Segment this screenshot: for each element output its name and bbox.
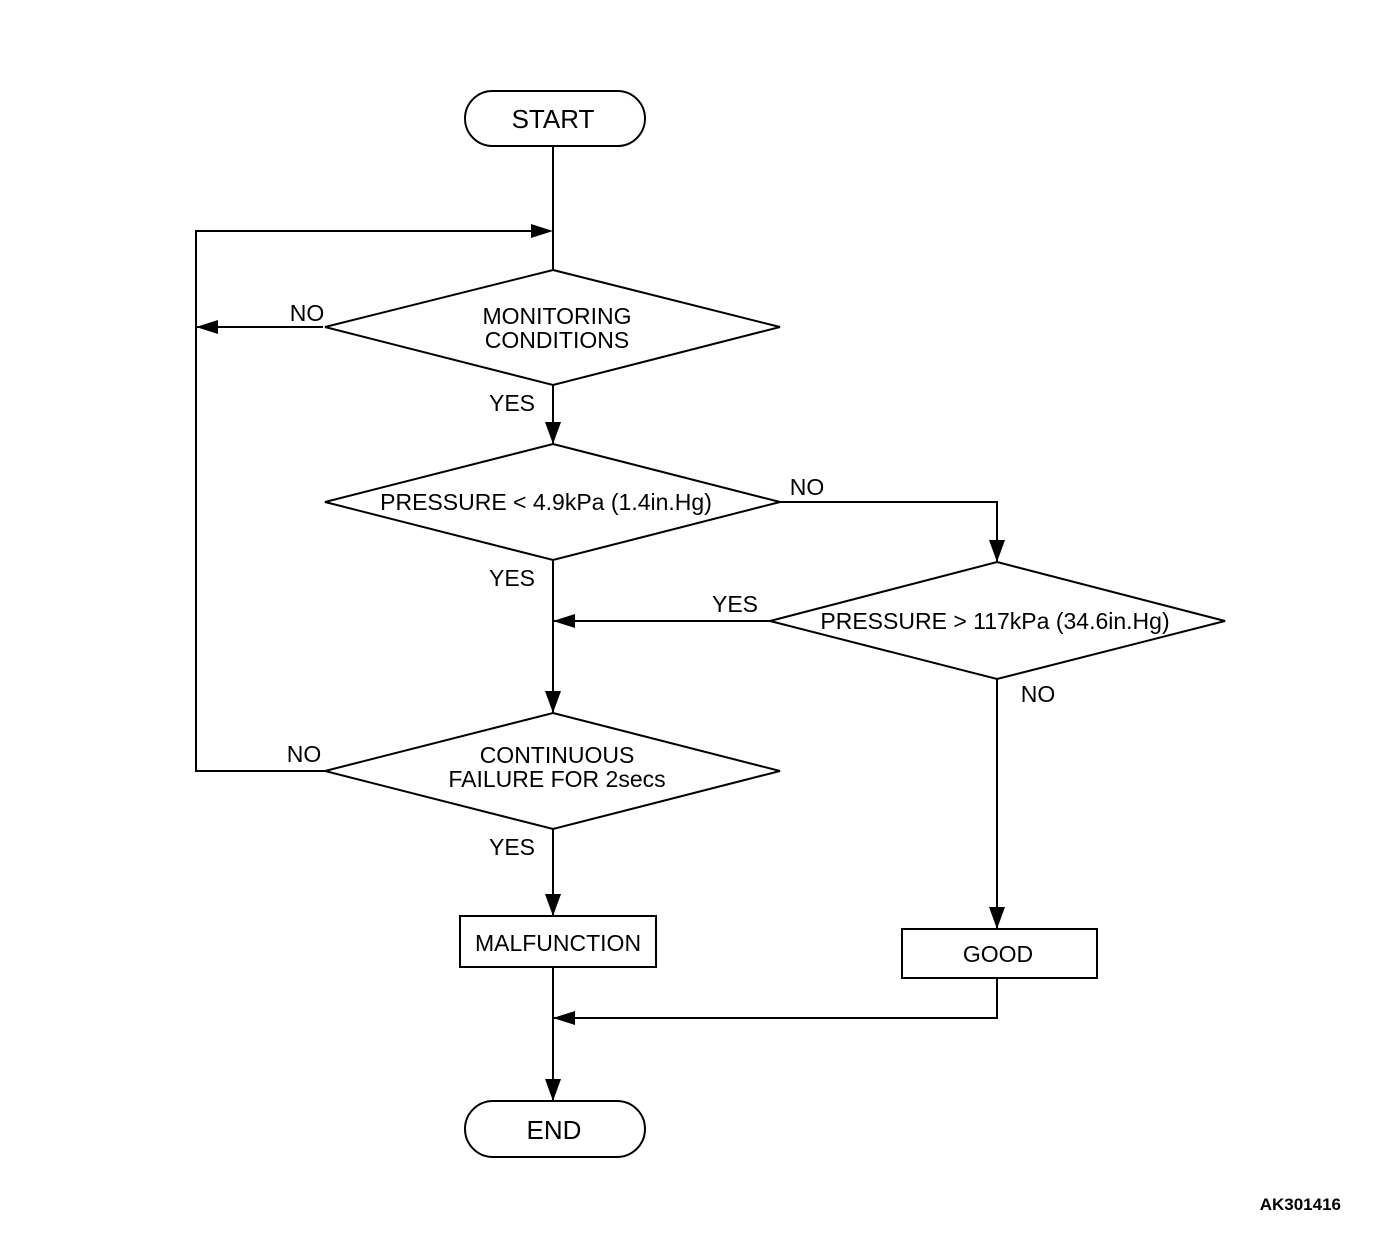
end-terminator [464, 1100, 646, 1158]
label-continuous-no: NO [287, 741, 322, 767]
decision-pressure-high: PRESSURE > 117kPa (34.6in.Hg) [769, 560, 1226, 681]
arrowhead-pressure-high-no [989, 907, 1005, 929]
decision-continuous-diamond [324, 711, 781, 831]
arrowhead-to-continuous [545, 691, 561, 713]
start-label: START [512, 104, 595, 134]
arrowhead-monitoring-no [196, 320, 218, 334]
decision-continuous-line2: FAILURE FOR 2secs [448, 766, 665, 792]
process-good-label: GOOD [963, 941, 1033, 967]
label-pressure-high-no: NO [1021, 681, 1056, 707]
arrowhead-pressure-high-yes [553, 614, 575, 628]
end-label: END [527, 1115, 582, 1145]
process-malfunction-box [459, 915, 657, 968]
decision-monitoring: MONITORING CONDITIONS [324, 268, 781, 387]
figure-code: AK301416 [1260, 1195, 1341, 1214]
process-malfunction: MALFUNCTION [459, 915, 657, 968]
decision-continuous: CONTINUOUS FAILURE FOR 2secs [324, 711, 781, 831]
end-node: END [464, 1100, 646, 1158]
decision-monitoring-line1: MONITORING [482, 303, 631, 329]
arrowhead-good-merge [553, 1011, 575, 1025]
edge-continuous-no-loop [195, 327, 325, 772]
start-node: START [464, 90, 646, 147]
arrowhead-continuous-yes [545, 894, 561, 916]
label-pressure-low-yes: YES [489, 565, 535, 591]
decision-continuous-line1: CONTINUOUS [480, 742, 635, 768]
start-terminator [464, 90, 646, 147]
edge-pressure-low-no [780, 501, 998, 562]
label-monitoring-no: NO [290, 300, 325, 326]
process-malfunction-label: MALFUNCTION [475, 930, 641, 956]
decision-pressure-high-diamond [769, 560, 1226, 681]
decision-pressure-high-label: PRESSURE > 117kPa (34.6in.Hg) [820, 608, 1169, 634]
arrowhead-to-end [545, 1079, 561, 1101]
label-monitoring-yes: YES [489, 390, 535, 416]
decision-pressure-low-diamond [324, 442, 781, 562]
label-pressure-low-no: NO [790, 474, 825, 500]
arrowhead-loop-return [531, 224, 553, 238]
decision-monitoring-line2: CONDITIONS [485, 327, 629, 353]
edge-labels: NO YES NO YES YES NO NO YES [287, 300, 1056, 860]
process-good-box [901, 928, 1098, 979]
connectors [195, 146, 998, 1101]
arrowheads [196, 224, 1005, 1101]
process-good: GOOD [901, 928, 1098, 979]
decision-monitoring-diamond [324, 268, 781, 387]
decision-pressure-low: PRESSURE < 4.9kPa (1.4in.Hg) [324, 442, 781, 562]
decision-pressure-low-label: PRESSURE < 4.9kPa (1.4in.Hg) [380, 489, 712, 515]
label-continuous-yes: YES [489, 834, 535, 860]
label-pressure-high-yes: YES [712, 591, 758, 617]
edge-monitoring-no-loop [195, 230, 540, 328]
arrowhead-monitoring-yes [545, 422, 561, 444]
edge-good-to-end [553, 979, 998, 1019]
arrowhead-pressure-low-no [989, 540, 1005, 562]
